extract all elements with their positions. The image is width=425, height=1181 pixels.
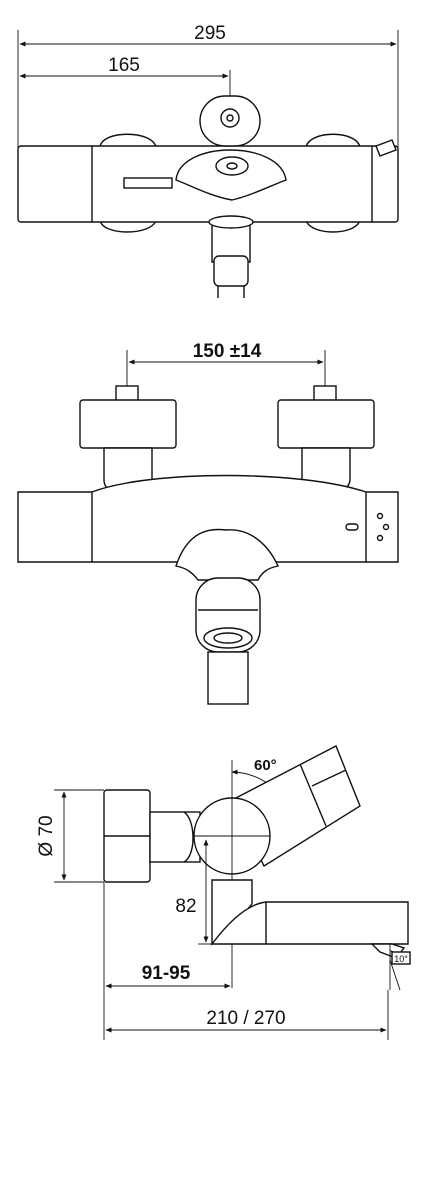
front-wall-nut-left <box>79 399 177 449</box>
dimension-210-270: 210 / 270 <box>105 990 389 1040</box>
top-temperature-stop <box>375 139 397 157</box>
dimension-165: 165 <box>19 55 231 100</box>
dimension-label-60: 60° <box>254 757 277 774</box>
front-marker-dot-3 <box>376 534 384 542</box>
top-diverter-ring <box>215 156 249 176</box>
side-view: 60° Ø 70 <box>36 745 411 1040</box>
top-spout-outlet <box>213 255 249 287</box>
dimension-82: 82 <box>175 839 214 945</box>
front-marker-dot-2 <box>382 523 390 531</box>
front-view: 150 ±14 <box>17 341 399 705</box>
dimension-label-10: 10° <box>394 954 408 964</box>
dimension-label-295: 295 <box>194 23 226 44</box>
dimension-label-165: 165 <box>108 55 140 76</box>
top-knob-center <box>220 108 240 128</box>
dimension-label-150: 150 ±14 <box>193 341 262 362</box>
dimension-diameter-70: Ø 70 <box>36 789 104 883</box>
front-wall-nut-right <box>277 399 375 449</box>
top-handle-lobe-left <box>99 133 157 148</box>
dimension-label-diameter: Ø 70 <box>36 815 57 856</box>
dimension-label-82: 82 <box>175 896 196 917</box>
dimension-10-degrees: 10° <box>389 944 411 991</box>
dimension-label-210-270: 210 / 270 <box>206 1008 285 1029</box>
top-handle-lobe-right <box>305 133 361 148</box>
dimension-label-91-95: 91-95 <box>142 963 191 984</box>
front-spout-pipe <box>207 651 249 705</box>
front-diverter-housing <box>175 528 280 581</box>
dimension-295: 295 <box>17 23 399 148</box>
top-view: 295 165 <box>17 23 399 298</box>
side-spout <box>210 901 409 945</box>
dimension-91-95: 91-95 <box>103 882 231 1040</box>
front-aerator <box>203 627 253 649</box>
top-label-plate <box>123 177 173 189</box>
front-marker-dot-1 <box>376 512 384 520</box>
